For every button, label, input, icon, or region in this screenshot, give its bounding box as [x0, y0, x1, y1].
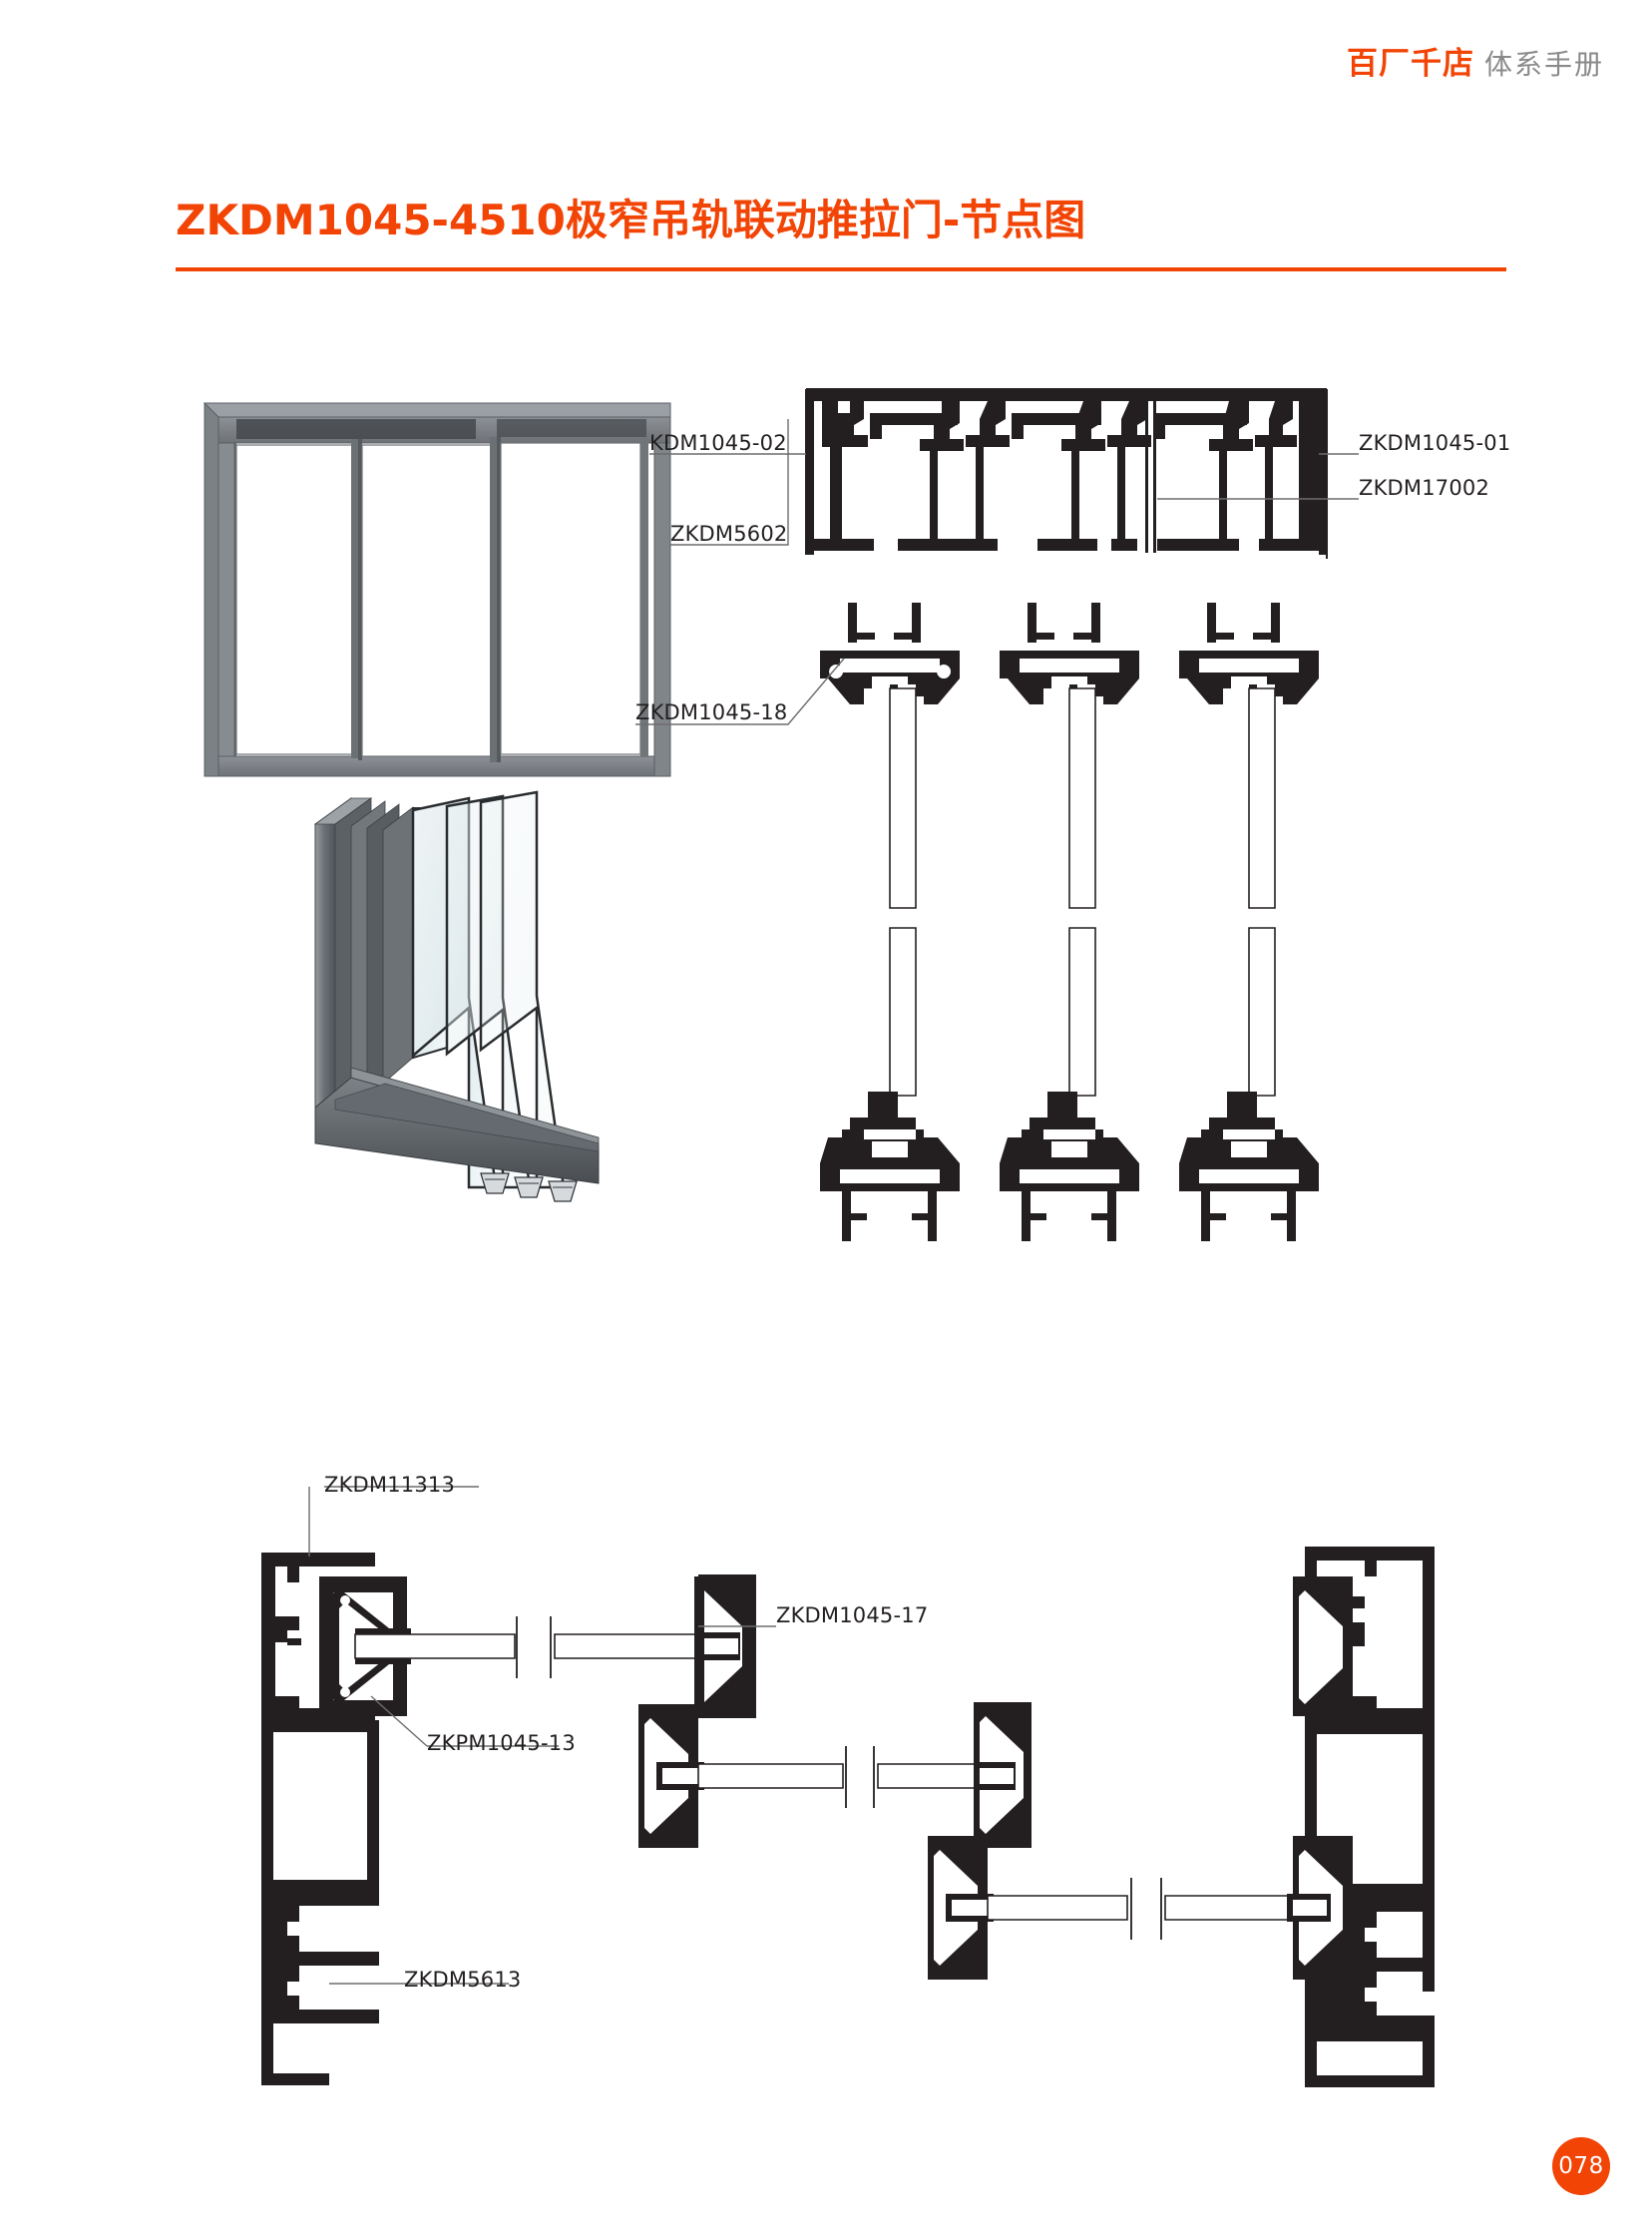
plan-break-marks-3	[1130, 1878, 1162, 1940]
part-label-zkpm1045-13: ZKPM1045-13	[427, 1731, 576, 1755]
part-label-zkdm5602: ZKDM5602	[670, 522, 788, 546]
part-label-zkdm5613: ZKDM5613	[404, 1968, 522, 1992]
glass-sill-sections	[820, 1092, 1319, 1241]
page-title: ZKDM1045-4510极窄吊轨联动推拉门-节点图	[176, 196, 1086, 244]
plan-interlock-row3-left	[928, 1836, 994, 1980]
brand-mark-text: 百厂千店	[1346, 46, 1474, 82]
page-number-badge: 078	[1552, 2137, 1610, 2195]
plan-interlock-row1-right	[694, 1574, 756, 1718]
plan-break-marks-2	[845, 1746, 875, 1808]
page-number-text: 078	[1558, 2153, 1604, 2179]
brand-logo: 百厂千店 体系手册	[1347, 38, 1604, 83]
part-label-zkdm1045-17: ZKDM1045-17	[776, 1603, 929, 1627]
plan-interlock-right-column	[1287, 1576, 1353, 1980]
plan-section-right-frame	[1305, 1547, 1435, 2087]
plan-section-left-frame	[261, 1553, 379, 2085]
plan-glass-row-1	[354, 1633, 715, 1659]
plan-interlock-row2-left	[638, 1704, 704, 1848]
part-label-zkdm11313: ZKDM11313	[324, 1473, 456, 1497]
title-block: ZKDM1045-4510极窄吊轨联动推拉门-节点图	[176, 196, 1506, 272]
glass-head-sections	[820, 603, 1319, 710]
title-underline-rule	[176, 267, 1506, 272]
glass-panes-vertical	[889, 687, 1276, 1097]
part-label-zkdm17002: ZKDM17002	[1359, 476, 1490, 500]
door-elevation-drawing	[204, 401, 671, 777]
brand-subtitle-text: 体系手册	[1483, 48, 1604, 81]
part-label-zkdm1045-18: ZKDM1045-18	[635, 700, 788, 724]
top-track-outline	[805, 388, 1328, 559]
plan-interlock-row2-right	[974, 1702, 1032, 1848]
top-track-section	[806, 389, 1327, 555]
plan-glass-row-3	[987, 1895, 1298, 1921]
part-label-zkdm1045-01: ZKDM1045-01	[1359, 431, 1511, 455]
plan-interlock-left	[319, 1576, 411, 1716]
part-label-kdm1045-02: KDM1045-02	[649, 431, 787, 455]
plan-glass-row-2	[697, 1763, 1009, 1789]
plan-break-marks-1	[516, 1616, 552, 1678]
isometric-corner-detail	[313, 790, 600, 1202]
upper-leader-lines	[635, 419, 1359, 725]
page-header: 百厂千店 体系手册	[0, 0, 1652, 120]
